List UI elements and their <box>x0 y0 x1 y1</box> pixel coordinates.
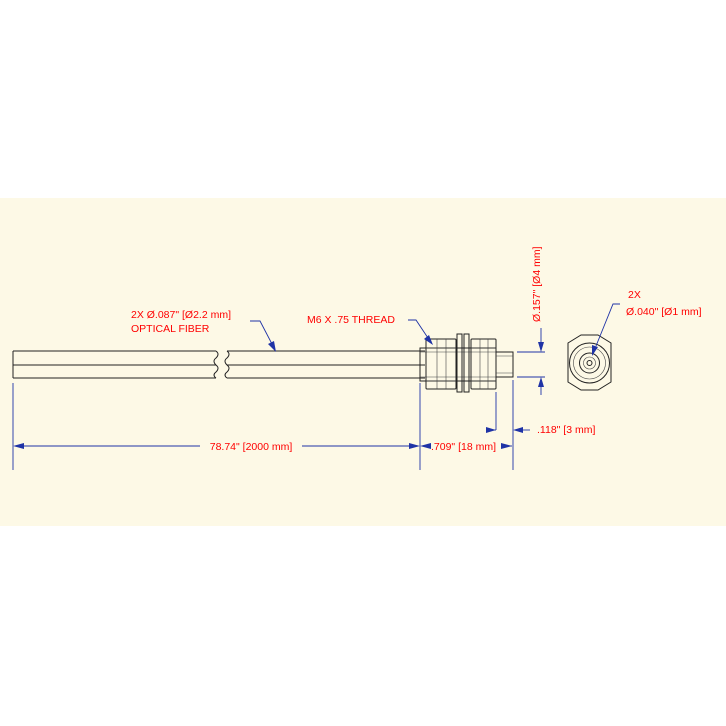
length-label: 78.74" [2000 mm] <box>210 441 293 453</box>
leader-core <box>592 303 620 356</box>
lock-washer-2 <box>463 333 470 393</box>
drawing-sheet <box>0 198 726 526</box>
optical-fiber-cable <box>12 350 425 379</box>
lock-washer-1 <box>456 333 463 393</box>
dimension-thread-length <box>420 392 512 449</box>
end-view-outer-ring <box>569 342 610 384</box>
sensor-head <box>419 333 514 393</box>
end-view-core-ring <box>579 352 600 374</box>
dimension-tip-length <box>486 380 530 470</box>
core-label-line2: Ø.040" [Ø1 mm] <box>626 306 702 318</box>
leader-thread <box>408 319 433 345</box>
tip-length-label: .118" [3 mm] <box>537 424 595 436</box>
fiber-label-line1: 2X Ø.087" [Ø2.2 mm] <box>131 309 231 321</box>
end-view <box>567 334 612 391</box>
tip-diameter-label: Ø.157" [Ø4 mm] <box>531 246 543 322</box>
core-label-line1: 2X <box>628 289 641 301</box>
end-view-hex <box>567 334 612 391</box>
dimension-tip-diameter <box>517 328 545 395</box>
sensor-tip <box>495 351 514 378</box>
rear-nut <box>425 338 457 390</box>
dimension-length <box>12 383 421 470</box>
thread-length-label: .709" [18 mm] <box>431 441 496 453</box>
leader-fiber <box>250 320 276 352</box>
thread-label: M6 X .75 THREAD <box>307 314 395 326</box>
fiber-label-line2: OPTICAL FIBER <box>131 323 210 335</box>
fiber-core <box>586 360 593 366</box>
cable-break-mark <box>213 350 230 379</box>
